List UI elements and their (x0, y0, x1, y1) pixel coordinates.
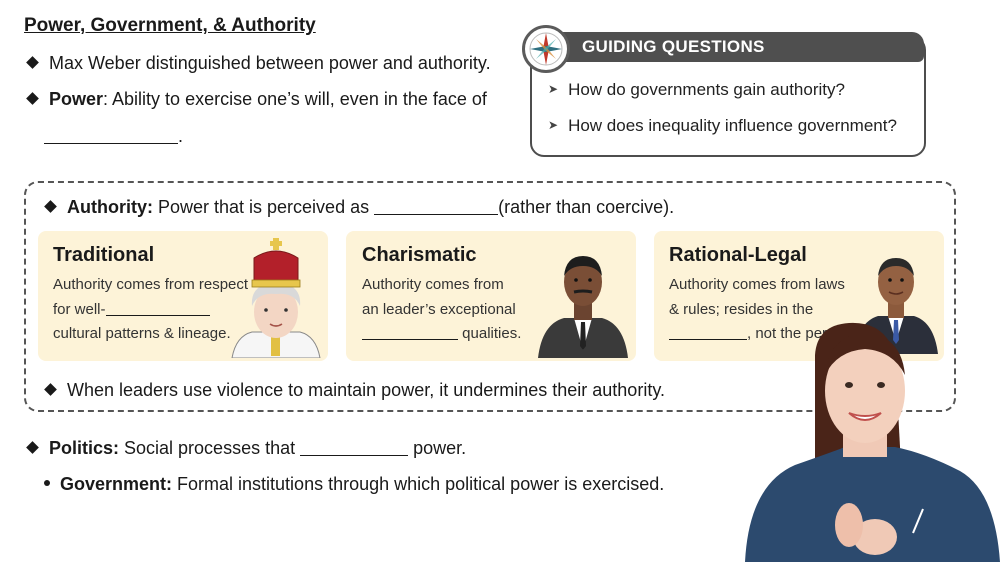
term-government: Government: (60, 474, 173, 494)
fill-blank (374, 214, 499, 215)
politics-definition-end: power. (408, 438, 467, 458)
diamond-bullet-icon (26, 92, 39, 105)
dot-bullet-icon (44, 480, 50, 486)
card-line: & rules; resides in the (669, 300, 814, 318)
power-blank-line: . (44, 126, 183, 147)
card-text: Authority comes from an leader’s excepti… (362, 273, 521, 347)
card-title: Rational-Legal (669, 244, 807, 266)
card-line: for well- (53, 298, 248, 323)
card-line: qualities. (362, 322, 521, 347)
diamond-bullet-icon (26, 56, 39, 69)
fill-blank (105, 314, 210, 316)
card-line-text: for well- (53, 300, 106, 318)
fill-blank (44, 143, 178, 144)
card-line: Authority comes from laws (669, 276, 845, 293)
bullet-government: Government: Formal institutions through … (44, 474, 664, 495)
authority-section (24, 181, 956, 412)
card-text: Authority comes from respect for well- c… (53, 273, 248, 347)
president-illustration (854, 258, 938, 354)
diamond-bullet-icon (44, 200, 57, 213)
bullet-violence: When leaders use violence to maintain po… (44, 380, 665, 401)
term-authority: Authority: (67, 197, 153, 217)
card-line-text: qualities. (458, 325, 522, 342)
bullet-text: When leaders use violence to maintain po… (67, 380, 665, 400)
diamond-bullet-icon (26, 441, 39, 454)
card-title: Charismatic (362, 244, 477, 266)
question-text: How does inequality influence government… (568, 116, 897, 135)
power-definition: : Ability to exercise one’s will, even i… (103, 89, 487, 109)
guiding-questions-title: GUIDING QUESTIONS (582, 37, 765, 56)
bullet-politics: Politics: Social processes that power. (26, 438, 467, 459)
bullet-text: Max Weber distinguished between power an… (49, 53, 491, 73)
card-title: Traditional (53, 244, 155, 266)
card-text: Authority comes from laws & rules; resid… (669, 273, 855, 347)
authority-definition: Power that is perceived as (152, 197, 375, 217)
queen-illustration (231, 238, 321, 358)
fill-blank (362, 339, 458, 340)
term-politics: Politics: (49, 438, 120, 458)
period: . (178, 126, 184, 146)
politics-definition: Social processes that (119, 438, 301, 458)
authority-definition-end: (rather than coercive). (498, 197, 675, 217)
arrow-icon: ➤ (548, 118, 559, 132)
bullet-weber: Max Weber distinguished between power an… (26, 53, 491, 74)
card-line: Authority comes from (362, 276, 504, 293)
page-title: Power, Government, & Authority (24, 15, 316, 36)
guiding-question-1: ➤ How do governments gain authority? (548, 80, 845, 100)
bullet-power: Power: Ability to exercise one’s will, e… (26, 89, 487, 110)
arrow-icon: ➤ (548, 82, 559, 96)
fill-blank (669, 339, 747, 340)
diamond-bullet-icon (44, 383, 57, 396)
card-line: Authority comes from respect (53, 276, 249, 293)
guiding-question-2: ➤ How does inequality influence governmen… (548, 116, 897, 136)
question-text: How do governments gain authority? (568, 80, 845, 99)
card-line: an leader’s exceptional (362, 300, 516, 318)
fill-blank (300, 455, 409, 456)
compass-icon (522, 25, 570, 73)
government-definition: Formal institutions through which politi… (172, 474, 665, 494)
term-power: Power (49, 89, 104, 109)
bullet-authority: Authority: Power that is perceived as (r… (44, 197, 675, 218)
presenter-video (745, 322, 1000, 562)
guiding-questions-header (534, 32, 924, 62)
card-line: cultural patterns & lineage. (53, 325, 231, 342)
leader-illustration (538, 256, 628, 358)
